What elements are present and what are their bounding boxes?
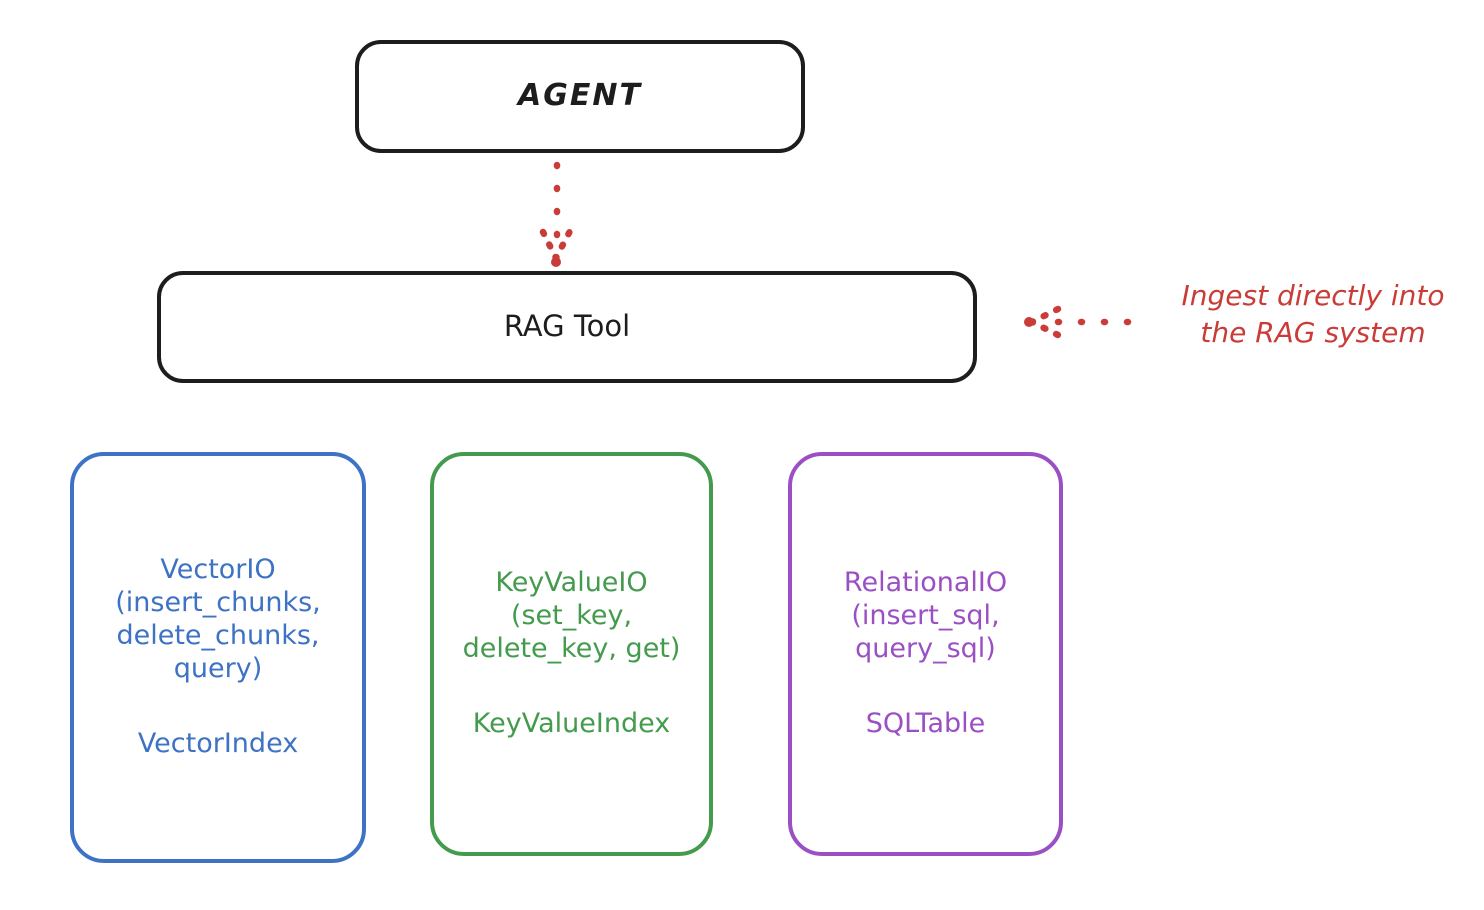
node-relational-io-signature: RelationalIO (insert_sql, query_sql) bbox=[843, 567, 1008, 664]
node-key-value-io[interactable]: KeyValueIO (set_key, delete_key, get) Ke… bbox=[430, 452, 713, 856]
node-agent[interactable]: AGENT bbox=[355, 40, 805, 153]
edge-ingest-to-rag-tool bbox=[1024, 305, 1132, 339]
node-key-value-io-index: KeyValueIndex bbox=[472, 707, 671, 739]
node-vector-io-index: VectorIndex bbox=[137, 727, 299, 759]
node-vector-io-signature: VectorIO (insert_chunks, delete_chunks, … bbox=[115, 554, 321, 684]
annotation-ingest: Ingest directly into the RAG system bbox=[1181, 279, 1445, 349]
node-relational-io[interactable]: RelationalIO (insert_sql, query_sql) SQL… bbox=[788, 452, 1063, 856]
node-rag-tool[interactable]: RAG Tool bbox=[157, 271, 977, 383]
node-agent-label: AGENT bbox=[518, 78, 642, 114]
node-relational-io-index: SQLTable bbox=[865, 707, 986, 739]
edge-agent-to-rag-tool bbox=[539, 161, 574, 267]
node-vector-io[interactable]: VectorIO (insert_chunks, delete_chunks, … bbox=[70, 452, 366, 863]
node-rag-tool-label: RAG Tool bbox=[503, 309, 631, 344]
node-key-value-io-signature: KeyValueIO (set_key, delete_key, get) bbox=[462, 567, 681, 664]
